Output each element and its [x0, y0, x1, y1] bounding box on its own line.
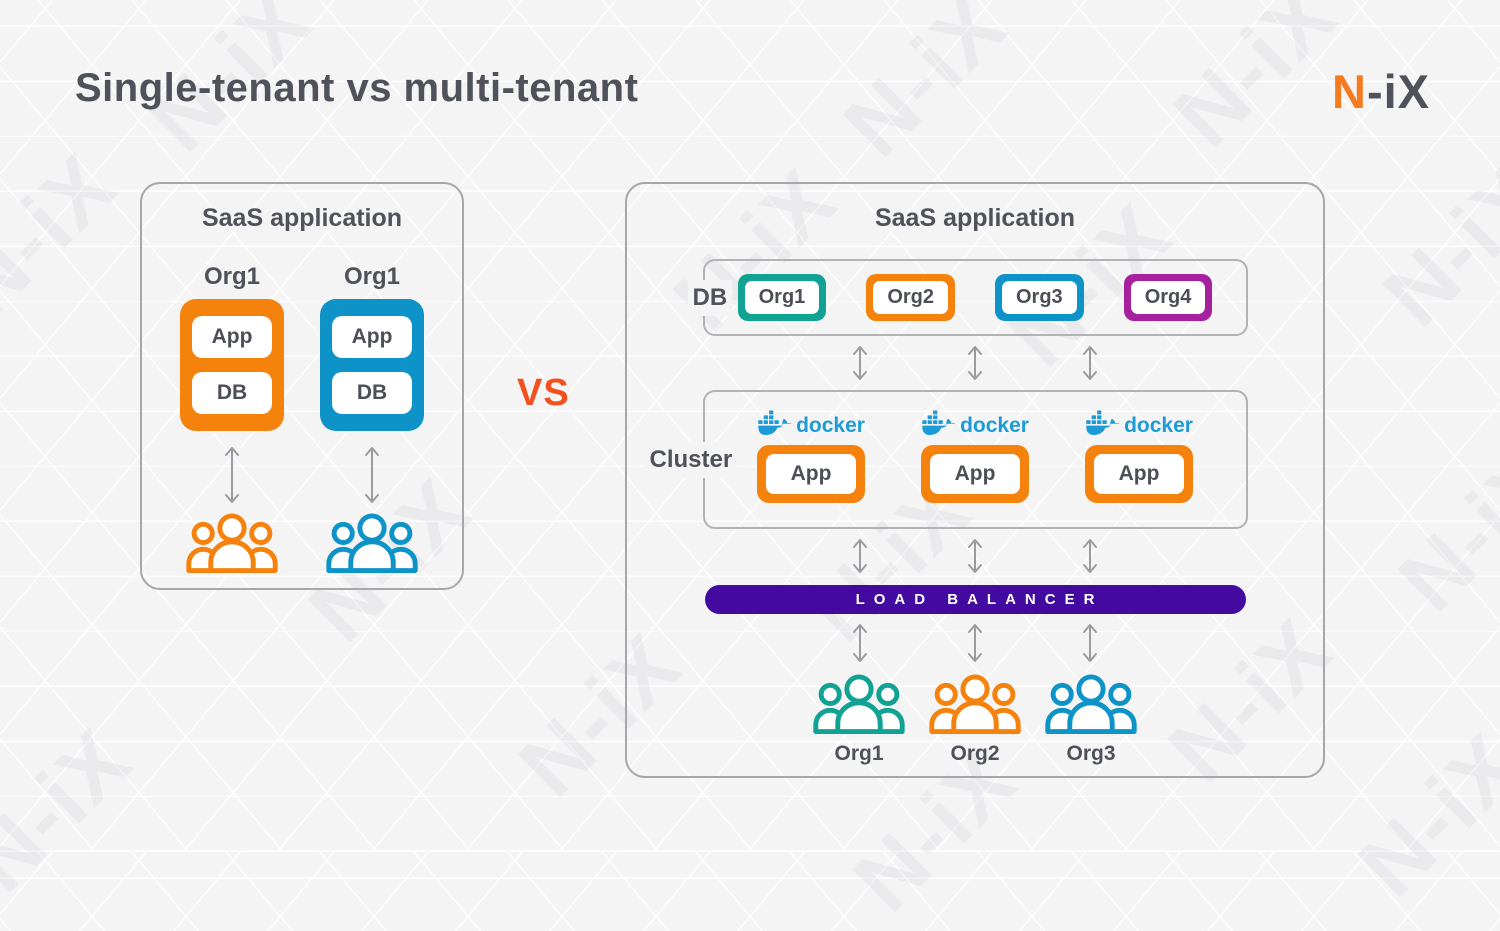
- user-group-name: Org3: [1066, 742, 1116, 765]
- docker-logo: docker: [757, 407, 865, 437]
- bidirectional-arrow-icon: [853, 539, 867, 573]
- lb-user-arrows: [703, 622, 1248, 664]
- background-watermark: N-iX: [0, 709, 150, 910]
- users-group-icon: [929, 674, 1021, 734]
- tenant-stack: App DB: [180, 299, 284, 431]
- bidirectional-arrow-icon: [853, 346, 867, 380]
- cluster-node: docker App: [921, 407, 1029, 503]
- db-section-label: DB: [687, 279, 733, 316]
- db-org-row: Org1 Org2 Org3 Org4: [705, 274, 1246, 321]
- bidirectional-arrow-icon: [225, 447, 239, 503]
- cluster-app-box: App: [921, 445, 1029, 503]
- bidirectional-arrow-icon: [1083, 624, 1097, 662]
- users-group-icon: [326, 513, 418, 573]
- app-chip: App: [766, 454, 856, 494]
- db-org-name: Org2: [873, 281, 948, 314]
- users-group-icon: [813, 674, 905, 734]
- background-watermark: N-iX: [0, 134, 135, 335]
- db-org-name: Org1: [744, 281, 820, 314]
- tenant-column-org1-b: Org1 App DB: [320, 263, 424, 573]
- app-chip: App: [332, 316, 412, 358]
- users-group-icon: [1045, 674, 1137, 734]
- db-org-name: Org3: [1002, 281, 1077, 314]
- background-watermark: N-iX: [1364, 144, 1500, 345]
- user-group-name: Org2: [950, 742, 1000, 765]
- background-watermark: N-iX: [1154, 0, 1355, 165]
- docker-wordmark: docker: [796, 414, 865, 437]
- tenant-stack: App DB: [320, 299, 424, 431]
- multi-tenant-panel-title: SaaS application: [874, 204, 1076, 232]
- bidirectional-arrow-icon: [968, 624, 982, 662]
- app-chip: App: [192, 316, 272, 358]
- cluster-lb-arrows: [703, 537, 1248, 575]
- user-group: Org3: [1044, 673, 1138, 766]
- docker-whale-icon: [1086, 410, 1120, 436]
- db-org-box: Org2: [866, 274, 955, 321]
- db-chip: DB: [192, 372, 272, 414]
- docker-logo: docker: [1085, 407, 1193, 437]
- app-chip: App: [1094, 454, 1184, 494]
- user-groups-row: Org1 Org2 Org3: [703, 673, 1248, 766]
- db-chip: DB: [332, 372, 412, 414]
- cluster-node: docker App: [1085, 407, 1193, 503]
- bidirectional-arrow-icon: [365, 447, 379, 503]
- app-chip: App: [930, 454, 1020, 494]
- single-tenant-panel-title: SaaS application: [201, 204, 403, 232]
- load-balancer-bar: LOAD BALANCER: [704, 585, 1246, 614]
- org-title: Org1: [203, 263, 260, 290]
- tenant-row: Org1 App DB Org1 App DB: [142, 263, 462, 573]
- background-watermark: N-iX: [1379, 429, 1500, 630]
- nix-logo-orange: N: [1331, 65, 1367, 118]
- db-org-box: Org1: [737, 274, 827, 321]
- docker-wordmark: docker: [1124, 414, 1193, 437]
- users-group-icon: [186, 513, 278, 573]
- multi-tenant-panel: SaaS application DB Org1 Org2 Org3 Org4 …: [625, 182, 1325, 778]
- background-watermark: N-iX: [1339, 714, 1500, 915]
- page-title: Single-tenant vs multi-tenant: [75, 66, 639, 110]
- cluster-app-box: App: [1085, 445, 1193, 503]
- cluster-node: docker App: [757, 407, 865, 503]
- nix-logo: N-iX: [1332, 64, 1430, 119]
- db-section: DB Org1 Org2 Org3 Org4: [687, 259, 1248, 336]
- cluster-app-box: App: [757, 445, 865, 503]
- user-group-name: Org1: [834, 742, 884, 765]
- db-org-name: Org4: [1130, 281, 1206, 314]
- docker-whale-icon: [922, 410, 956, 436]
- bidirectional-arrow-icon: [1083, 539, 1097, 573]
- background-watermark: N-iX: [824, 0, 1025, 175]
- user-group: Org2: [928, 673, 1022, 766]
- org-title: Org1: [343, 263, 400, 290]
- docker-logo: docker: [921, 407, 1029, 437]
- cluster-section-label: Cluster: [644, 441, 738, 478]
- bidirectional-arrow-icon: [968, 346, 982, 380]
- bidirectional-arrow-icon: [1083, 346, 1097, 380]
- db-org-box: Org4: [1123, 274, 1213, 321]
- cluster-node-row: docker App docker: [705, 407, 1246, 503]
- bidirectional-arrow-icon: [853, 624, 867, 662]
- tenant-column-org1-a: Org1 App DB: [180, 263, 284, 573]
- vs-label: VS: [517, 372, 570, 414]
- docker-whale-icon: [758, 410, 792, 436]
- single-tenant-panel: SaaS application Org1 App DB Org1 A: [140, 182, 464, 590]
- docker-wordmark: docker: [960, 414, 1029, 437]
- bidirectional-arrow-icon: [968, 539, 982, 573]
- db-org-box: Org3: [995, 274, 1084, 321]
- user-group: Org1: [812, 673, 906, 766]
- cluster-section: Cluster docker App: [644, 390, 1248, 529]
- db-cluster-arrows: [703, 344, 1248, 382]
- nix-logo-dark: -iX: [1366, 65, 1430, 118]
